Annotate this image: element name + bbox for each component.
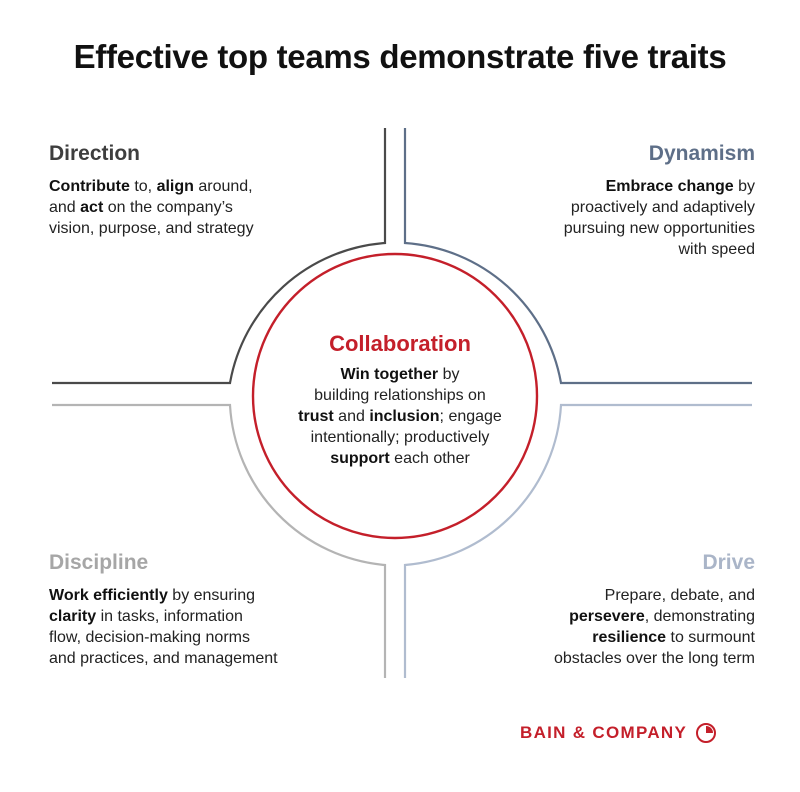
discipline-heading: Discipline — [49, 551, 149, 574]
text-line: flow, decision-making norms — [49, 629, 250, 646]
text-line: proactively and adaptively — [570, 199, 755, 216]
trait-direction: Direction Contribute to, align around, an… — [49, 142, 309, 239]
text-line: Work efficiently by ensuring — [49, 587, 256, 604]
text-line: vision, purpose, and strategy — [49, 220, 254, 237]
text-line: persevere, demonstrating — [569, 608, 755, 625]
bain-logo: BAIN & COMPANY — [520, 722, 717, 744]
dynamism-heading: Dynamism — [648, 142, 755, 165]
text-line: Embrace change by — [605, 178, 755, 195]
text-line: with speed — [678, 241, 756, 258]
collaboration-circle — [251, 252, 539, 540]
drive-description: Prepare, debate, and persevere, demonstra… — [490, 585, 755, 669]
text-line: and act on the company’s — [49, 199, 233, 216]
text-line: clarity in tasks, information — [49, 608, 243, 625]
dynamism-description: Embrace change by proactively and adaptiv… — [490, 176, 755, 260]
text-line: obstacles over the long term — [554, 650, 755, 667]
logo-text: BAIN & COMPANY — [520, 723, 688, 742]
drive-connector — [403, 403, 752, 678]
collaboration-heading: Collaboration — [329, 331, 471, 356]
text-line: and practices, and management — [49, 650, 278, 667]
text-line: Prepare, debate, and — [604, 587, 755, 604]
direction-connector — [52, 128, 387, 385]
direction-description: Contribute to, align around, and act on t… — [49, 176, 309, 239]
text-line: support each other — [330, 450, 470, 467]
drive-heading: Drive — [702, 551, 755, 574]
dynamism-connector — [403, 128, 752, 385]
bain-clock-icon — [696, 723, 717, 743]
trait-dynamism: Dynamism Embrace change by proactively an… — [490, 142, 755, 260]
discipline-description: Work efficiently by ensuring clarity in t… — [49, 585, 339, 669]
text-line: building relationships on — [314, 387, 486, 404]
text-line: trust and inclusion; engage — [298, 408, 502, 425]
trait-collaboration: Collaboration Win together by building re… — [283, 332, 517, 469]
text-line: Win together by — [340, 366, 460, 383]
text-line: intentionally; productively — [310, 429, 490, 446]
collaboration-description: Win together by building relationships on… — [283, 364, 517, 469]
text-line: Contribute to, align around, — [49, 178, 253, 195]
discipline-connector — [52, 403, 387, 678]
trait-drive: Drive Prepare, debate, and persevere, dem… — [490, 551, 755, 669]
direction-heading: Direction — [49, 142, 141, 165]
text-line: pursuing new opportunities — [563, 220, 755, 237]
trait-discipline: Discipline Work efficiently by ensuring c… — [49, 551, 339, 669]
page-title: Effective top teams demonstrate five tra… — [73, 38, 727, 75]
text-line: resilience to surmount — [592, 629, 755, 646]
